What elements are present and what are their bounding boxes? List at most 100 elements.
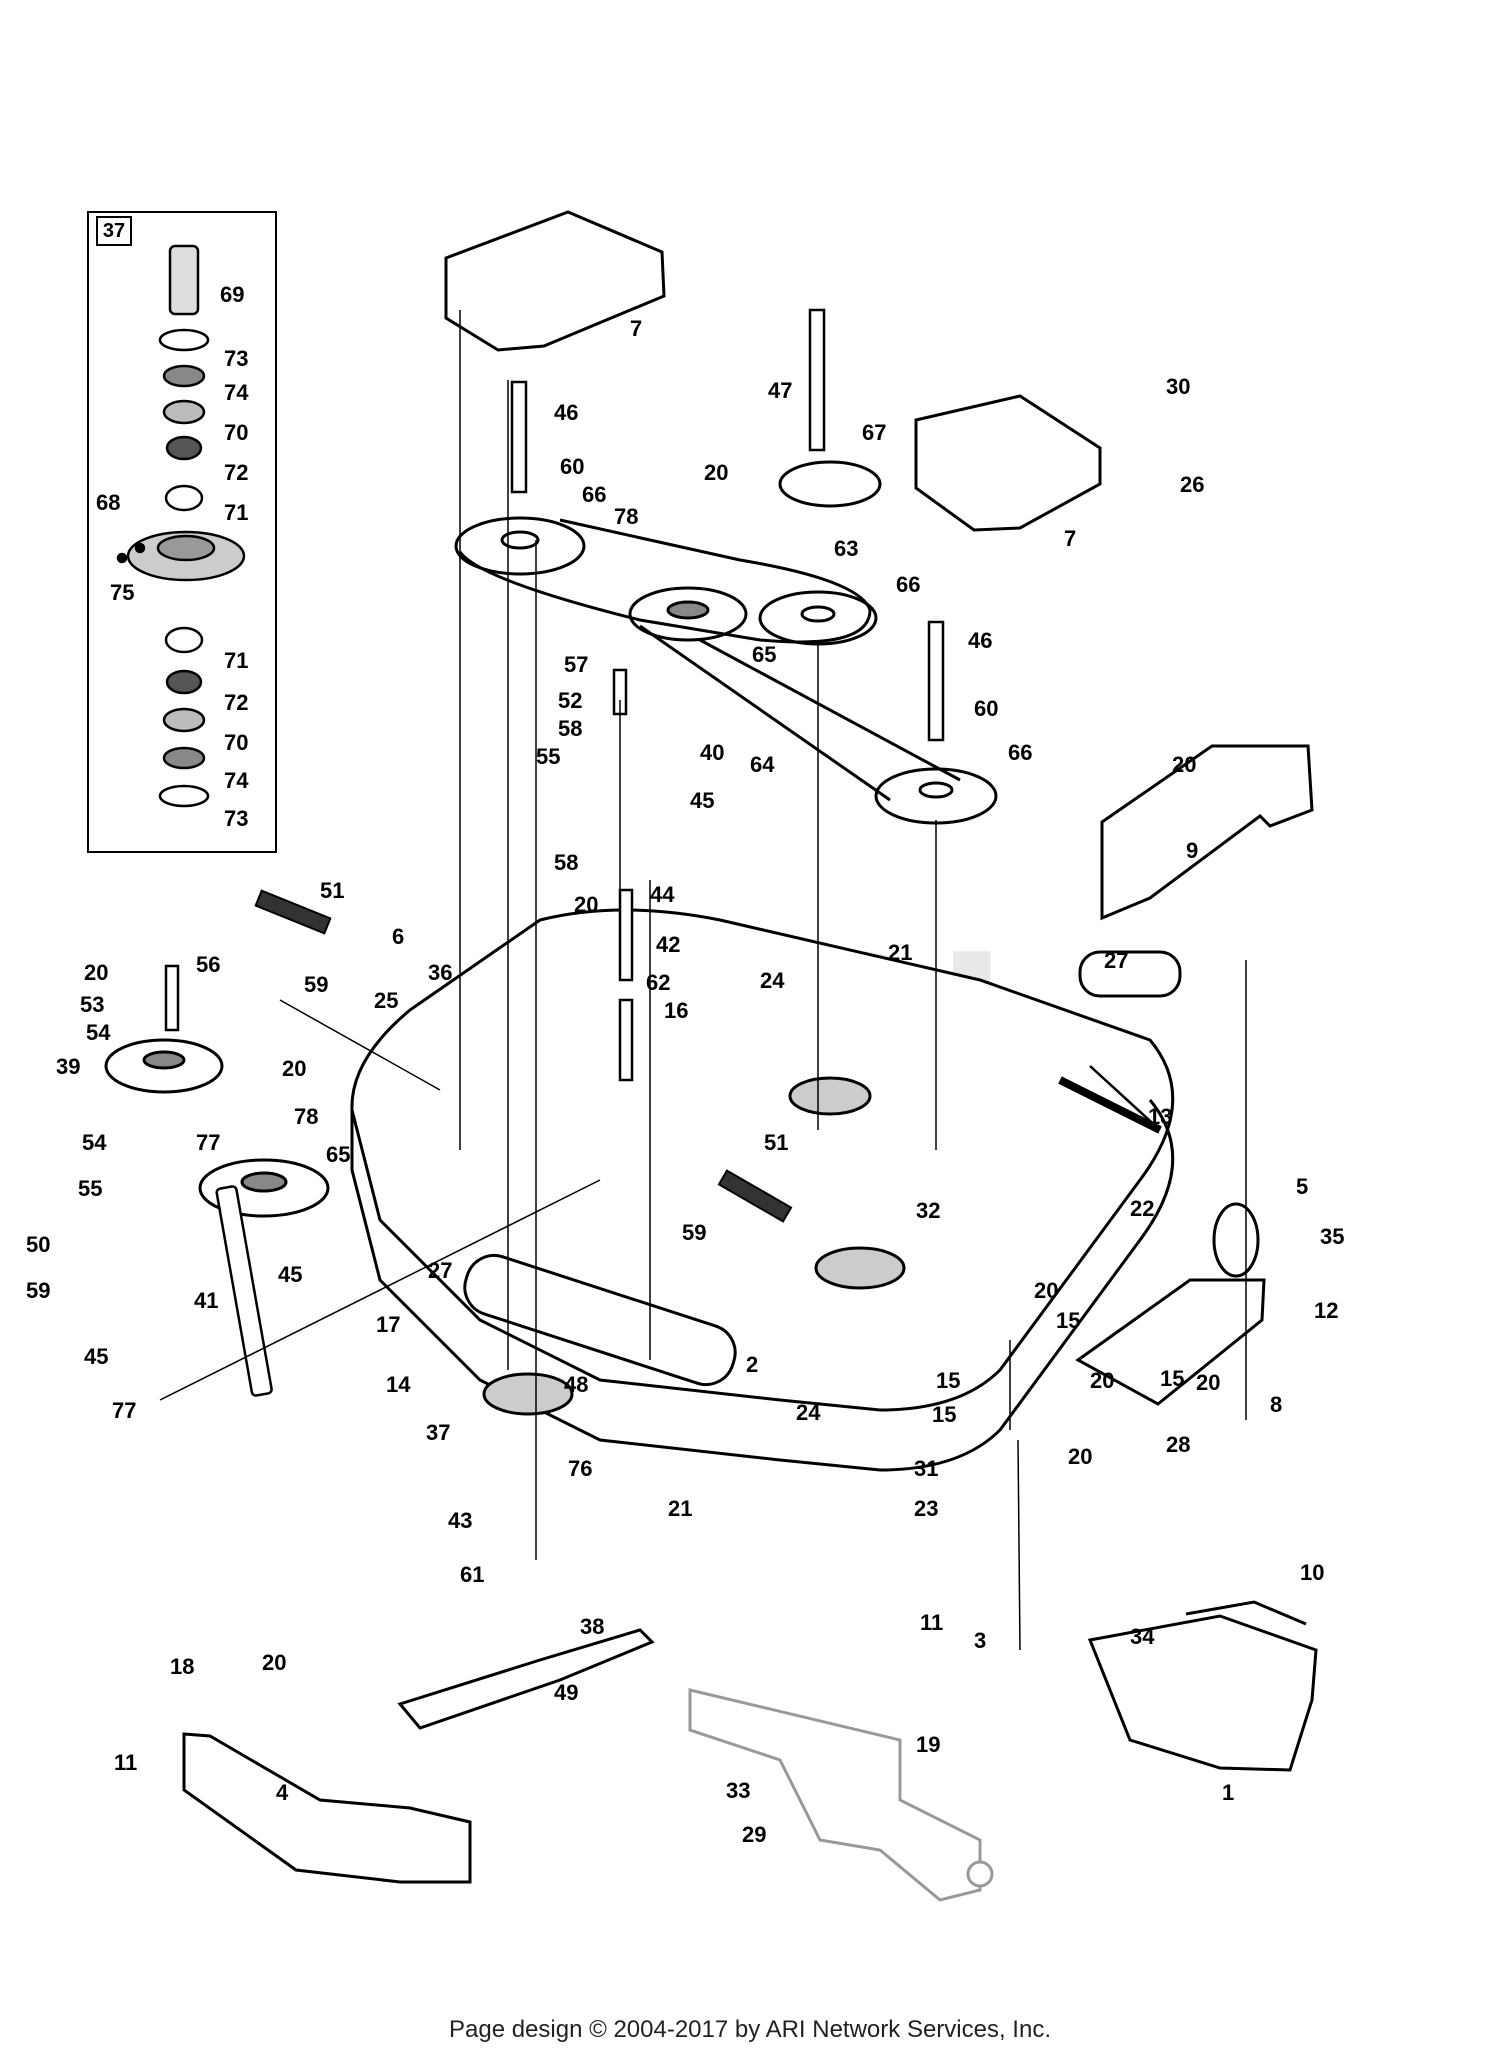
callout-c12: 12: [1314, 1298, 1338, 1323]
callout-c30: 30: [1166, 374, 1190, 399]
callout-c20b: 20: [1172, 752, 1196, 777]
callout-c75: 75: [110, 580, 134, 605]
callout-c64: 64: [750, 752, 775, 777]
inset-label: 37: [96, 216, 132, 246]
callout-c4: 4: [276, 1780, 289, 1805]
callout-c74b: 74: [224, 768, 249, 793]
callout-c42: 42: [656, 932, 680, 957]
callout-c38: 38: [580, 1614, 604, 1639]
callout-c62: 62: [646, 970, 670, 995]
callout-c45c: 45: [84, 1344, 108, 1369]
callout-c18: 18: [170, 1654, 194, 1679]
discharge-chute-lip: [1185, 1600, 1307, 1626]
callout-c57: 57: [564, 652, 588, 677]
callout-c19: 19: [916, 1732, 940, 1757]
callout-c71a: 71: [224, 500, 248, 525]
callout-c34: 34: [1130, 1624, 1155, 1649]
callout-c78a: 78: [614, 504, 638, 529]
footer-copyright: Page design © 2004-2017 by ARI Network S…: [448, 2016, 1051, 2043]
callout-c66a: 66: [582, 482, 606, 507]
callout-c29: 29: [742, 1822, 766, 1847]
callout-c76: 76: [568, 1456, 592, 1481]
callout-c52: 52: [558, 688, 582, 713]
callout-c20f: 20: [1034, 1278, 1058, 1303]
callout-c49: 49: [554, 1680, 578, 1705]
callout-c15b: 15: [936, 1368, 960, 1393]
callout-c66b: 66: [896, 572, 920, 597]
callout-c59a: 59: [304, 972, 328, 997]
callout-c17: 17: [376, 1312, 400, 1337]
blade: [397, 1628, 655, 1730]
callout-c45b: 45: [278, 1262, 302, 1287]
callout-c22: 22: [1130, 1196, 1154, 1221]
callout-c65b: 65: [326, 1142, 350, 1167]
callout-c20c: 20: [574, 892, 598, 917]
callout-c16: 16: [664, 998, 688, 1023]
callout-c32: 32: [916, 1198, 940, 1223]
pulleys: [104, 460, 998, 1416]
callout-c13: 13: [1148, 1104, 1172, 1129]
callout-c23: 23: [914, 1496, 938, 1521]
callout-c59b: 59: [682, 1220, 706, 1245]
callout-c46a: 46: [554, 400, 578, 425]
callout-c20h: 20: [1196, 1370, 1220, 1395]
callout-c66c: 66: [1008, 740, 1032, 765]
callout-c56: 56: [196, 952, 220, 977]
rollers: [463, 950, 1260, 1387]
callout-c7a: 7: [630, 316, 642, 341]
callout-c63: 63: [834, 536, 858, 561]
callout-c60a: 60: [560, 454, 584, 479]
callout-c72a: 72: [224, 460, 248, 485]
callout-c58a: 58: [558, 716, 582, 741]
callout-c10: 10: [1300, 1560, 1324, 1585]
callout-c60b: 60: [974, 696, 998, 721]
callout-c55a: 55: [536, 744, 560, 769]
callout-c45a: 45: [690, 788, 714, 813]
callout-c40: 40: [700, 740, 724, 765]
callout-c47: 47: [768, 378, 792, 403]
callout-c6: 6: [392, 924, 404, 949]
leader-lines: [159, 310, 1247, 1651]
callout-c8: 8: [1270, 1392, 1282, 1417]
callout-c24b: 24: [796, 1400, 821, 1425]
callout-c39: 39: [56, 1054, 80, 1079]
callout-c73a: 73: [224, 346, 248, 371]
callout-c44: 44: [650, 882, 675, 907]
callout-c67: 67: [862, 420, 886, 445]
callout-c65a: 65: [752, 642, 776, 667]
callout-c53: 53: [80, 992, 104, 1017]
callout-c43: 43: [448, 1508, 472, 1533]
callout-c78b: 78: [294, 1104, 318, 1129]
callout-c55b: 55: [78, 1176, 102, 1201]
callout-c46b: 46: [968, 628, 992, 653]
spindle-assembly-inset: [116, 244, 246, 808]
callout-c70a: 70: [224, 420, 248, 445]
callout-c14: 14: [386, 1372, 411, 1397]
callout-c20j: 20: [262, 1650, 286, 1675]
callout-c59c: 59: [26, 1278, 50, 1303]
callout-c35: 35: [1320, 1224, 1344, 1249]
callout-c73b: 73: [224, 806, 248, 831]
callout-c37: 37: [426, 1420, 450, 1445]
callout-c77a: 77: [196, 1130, 220, 1155]
callout-c51b: 51: [764, 1130, 788, 1155]
callout-c31: 31: [914, 1456, 938, 1481]
callout-c24a: 24: [760, 968, 785, 993]
callout-c7b: 7: [1064, 526, 1076, 551]
callout-c15c: 15: [1160, 1366, 1184, 1391]
belt-covers: [444, 210, 1314, 1406]
lift-frame: [688, 1688, 994, 1902]
lift-bracket: [182, 1732, 472, 1884]
callout-c68: 68: [96, 490, 120, 515]
callout-c33: 33: [726, 1778, 750, 1803]
callout-c15d: 15: [932, 1402, 956, 1427]
callout-c51a: 51: [320, 878, 344, 903]
callout-c27b: 27: [428, 1258, 452, 1283]
callout-c25: 25: [374, 988, 398, 1013]
callout-c20g: 20: [1090, 1368, 1114, 1393]
callout-c70b: 70: [224, 730, 248, 755]
callout-c50: 50: [26, 1232, 50, 1257]
callout-c48: 48: [564, 1372, 588, 1397]
callout-c20a: 20: [704, 460, 728, 485]
callout-c54b: 54: [82, 1130, 107, 1155]
